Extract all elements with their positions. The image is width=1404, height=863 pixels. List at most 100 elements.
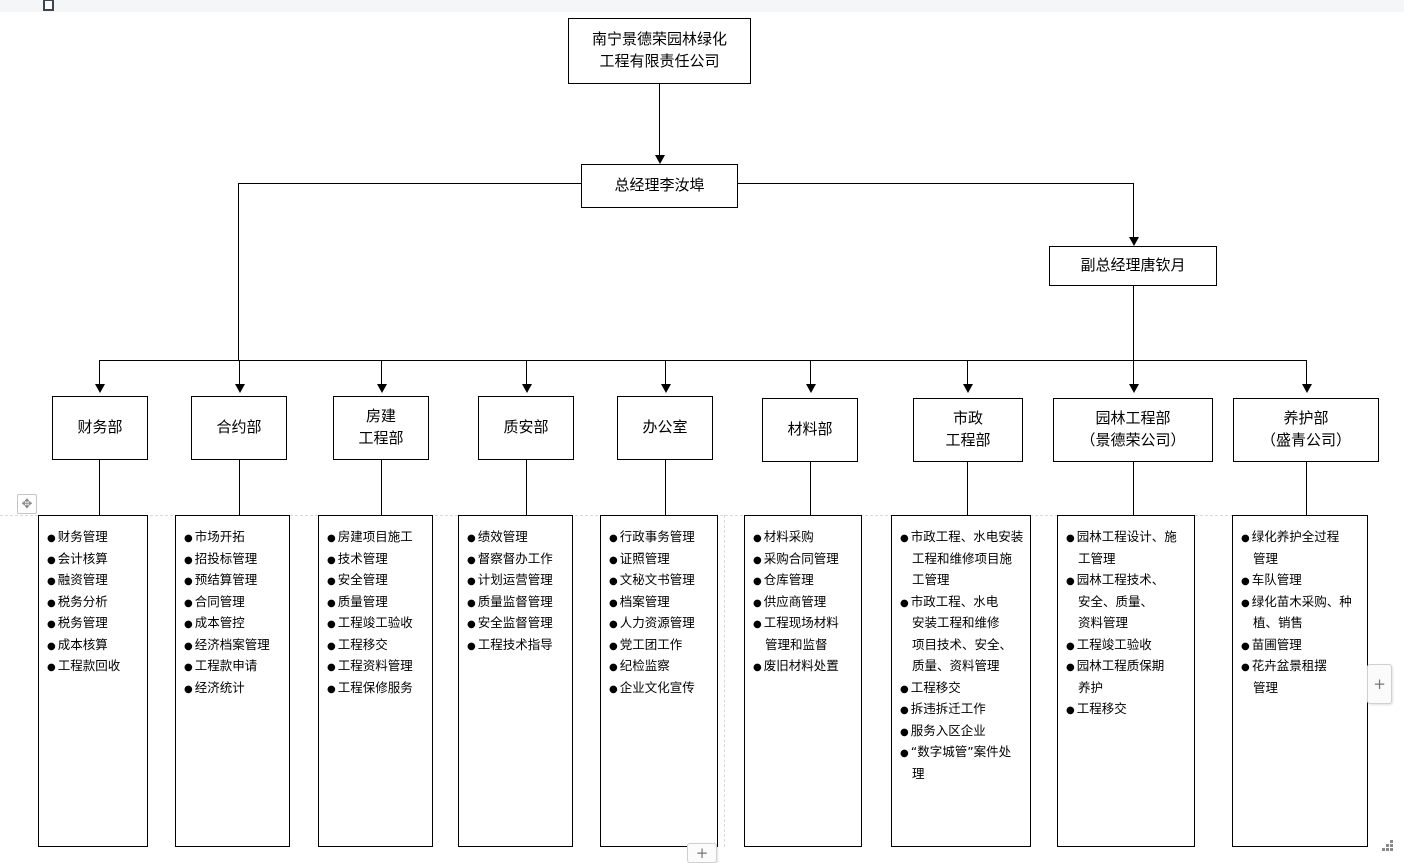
- stem-dept-6: [810, 462, 811, 515]
- resize-grip-icon[interactable]: [1382, 840, 1396, 854]
- list-item: 税务分析: [47, 591, 141, 613]
- connector-gm-left: [238, 183, 581, 184]
- list-item: 合同管理: [184, 591, 283, 613]
- department-box-7[interactable]: 园林工程部 （景德荣公司）: [1053, 398, 1213, 462]
- add-row-label: +: [695, 844, 709, 862]
- drop-line-dept-7: [967, 360, 968, 388]
- drop-line-dept-2: [239, 360, 240, 388]
- connector-company-gm: [659, 84, 660, 158]
- list-item: 质量管理: [327, 591, 426, 613]
- list-item: 市场开拓: [184, 526, 283, 548]
- department-title: 房建 工程部: [358, 407, 404, 447]
- list-item: 园林工程质保期 养护: [1066, 655, 1188, 698]
- department-title: 财务部: [77, 418, 123, 437]
- top-strip: [0, 0, 1404, 12]
- list-item: 计划运营管理: [467, 569, 566, 591]
- general-manager-box[interactable]: 总经理李汝埠: [581, 164, 738, 208]
- department-duty-list-5[interactable]: 材料采购 采购合同管理 仓库管理 供应商管理 工程现场材料 管理和监督 废旧材料…: [744, 515, 862, 847]
- connector-gm-left-down: [238, 183, 239, 361]
- list-item: 文秘文书管理: [609, 569, 711, 591]
- list-item: 材料采购: [753, 526, 855, 548]
- list-item: 企业文化宣传: [609, 677, 711, 699]
- department-box-4[interactable]: 办公室: [617, 396, 713, 460]
- arrow-dept-8: [1129, 384, 1139, 393]
- department-box-1[interactable]: 合约部: [191, 396, 287, 460]
- list-item: 工程保修服务: [327, 677, 426, 699]
- department-duty-list-6[interactable]: 市政工程、水电安装 工程和维修项目施 工管理 市政工程、水电 安装工程和维修 项…: [891, 515, 1031, 847]
- list-item: 成本管控: [184, 612, 283, 634]
- general-manager-title: 总经理李汝埠: [614, 176, 705, 195]
- department-title: 办公室: [642, 418, 688, 437]
- vice-general-manager-title: 副总经理唐钦月: [1080, 256, 1186, 275]
- list-item: 行政事务管理: [609, 526, 711, 548]
- vice-general-manager-box[interactable]: 副总经理唐钦月: [1049, 246, 1217, 286]
- department-duty-list-8[interactable]: 绿化养护全过程 管理 车队管理 绿化苗木采购、种 植、销售 苗圃管理 花卉盆景租…: [1232, 515, 1368, 847]
- department-title: 合约部: [216, 418, 262, 437]
- stem-dept-4: [526, 460, 527, 515]
- company-box[interactable]: 南宁景德荣园林绿化 工程有限责任公司: [568, 18, 751, 84]
- list-item: 督察督办工作: [467, 548, 566, 570]
- drop-line-dept-4: [526, 360, 527, 388]
- department-box-3[interactable]: 质安部: [478, 396, 574, 460]
- department-duty-list-2[interactable]: 房建项目施工 技术管理 安全管理 质量管理 工程竣工验收 工程移交 工程资料管理…: [318, 515, 433, 847]
- department-duty-list-7[interactable]: 园林工程设计、施 工管理 园林工程技术、 安全、质量、 资料管理 工程竣工验收 …: [1057, 515, 1195, 847]
- list-item: 花卉盆景租摆 管理: [1241, 655, 1361, 698]
- list-item: 绿化苗木采购、种 植、销售: [1241, 591, 1361, 634]
- company-title: 南宁景德荣园林绿化 工程有限责任公司: [591, 30, 727, 70]
- department-title: 园林工程部 （景德荣公司）: [1080, 409, 1186, 449]
- list-item: 绩效管理: [467, 526, 566, 548]
- list-item: 质量监督管理: [467, 591, 566, 613]
- arrow-dept-1: [95, 384, 105, 393]
- arrow-dept-4: [522, 384, 532, 393]
- department-box-5[interactable]: 材料部: [762, 398, 858, 462]
- list-item: 市政工程、水电 安装工程和维修 项目技术、安全、 质量、资料管理: [900, 591, 1024, 677]
- list-item: 安全管理: [327, 569, 426, 591]
- add-column-label: +: [1373, 675, 1386, 693]
- list-item: 园林工程技术、 安全、质量、 资料管理: [1066, 569, 1188, 634]
- stem-dept-3: [381, 460, 382, 515]
- list-item: 市政工程、水电安装 工程和维修项目施 工管理: [900, 526, 1024, 591]
- department-box-6[interactable]: 市政 工程部: [913, 398, 1023, 462]
- department-box-0[interactable]: 财务部: [52, 396, 148, 460]
- list-item: 工程款回收: [47, 655, 141, 677]
- department-title: 材料部: [787, 420, 833, 439]
- department-duty-list-0[interactable]: 财务管理 会计核算 融资管理 税务分析 税务管理 成本核算 工程款回收: [38, 515, 148, 847]
- list-item: 技术管理: [327, 548, 426, 570]
- list-item: 成本核算: [47, 634, 141, 656]
- list-item: 经济档案管理: [184, 634, 283, 656]
- arrow-dept-6: [806, 384, 816, 393]
- stem-dept-1: [99, 460, 100, 515]
- add-column-button[interactable]: +: [1367, 664, 1392, 704]
- list-item: 预结算管理: [184, 569, 283, 591]
- list-item: 工程技术指导: [467, 634, 566, 656]
- list-item: 工程现场材料 管理和监督: [753, 612, 855, 655]
- department-box-8[interactable]: 养护部 （盛青公司）: [1233, 398, 1379, 462]
- department-box-2[interactable]: 房建 工程部: [333, 396, 429, 460]
- list-item: 工程款申请: [184, 655, 283, 677]
- arrow-dept-2: [235, 384, 245, 393]
- list-item: 档案管理: [609, 591, 711, 613]
- department-duty-list-3[interactable]: 绩效管理 督察督办工作 计划运营管理 质量监督管理 安全监督管理 工程技术指导: [458, 515, 573, 847]
- list-item: 财务管理: [47, 526, 141, 548]
- department-title: 质安部: [503, 418, 549, 437]
- add-row-button[interactable]: +: [687, 843, 717, 863]
- page-marker-icon[interactable]: [43, 0, 54, 11]
- connector-gm-right: [738, 183, 1134, 184]
- list-item: 税务管理: [47, 612, 141, 634]
- list-item: 党工团工作: [609, 634, 711, 656]
- list-item: 纪检监察: [609, 655, 711, 677]
- list-item: 工程移交: [1066, 698, 1188, 720]
- department-duty-list-1[interactable]: 市场开拓 招投标管理 预结算管理 合同管理 成本管控 经济档案管理 工程款申请 …: [175, 515, 290, 847]
- stem-dept-2: [239, 460, 240, 515]
- list-item: 绿化养护全过程 管理: [1241, 526, 1361, 569]
- list-item: 安全监督管理: [467, 612, 566, 634]
- list-item: “数字城管”案件处 理: [900, 741, 1024, 784]
- department-duty-list-4[interactable]: 行政事务管理 证照管理 文秘文书管理 档案管理 人力资源管理 党工团工作 纪检监…: [600, 515, 718, 847]
- arrow-gm-vgm: [1129, 237, 1139, 246]
- list-item: 工程移交: [900, 677, 1024, 699]
- move-cross-icon[interactable]: ✥: [17, 494, 37, 514]
- stem-dept-5: [665, 460, 666, 515]
- list-item: 废旧材料处置: [753, 655, 855, 677]
- department-title: 市政 工程部: [945, 409, 991, 449]
